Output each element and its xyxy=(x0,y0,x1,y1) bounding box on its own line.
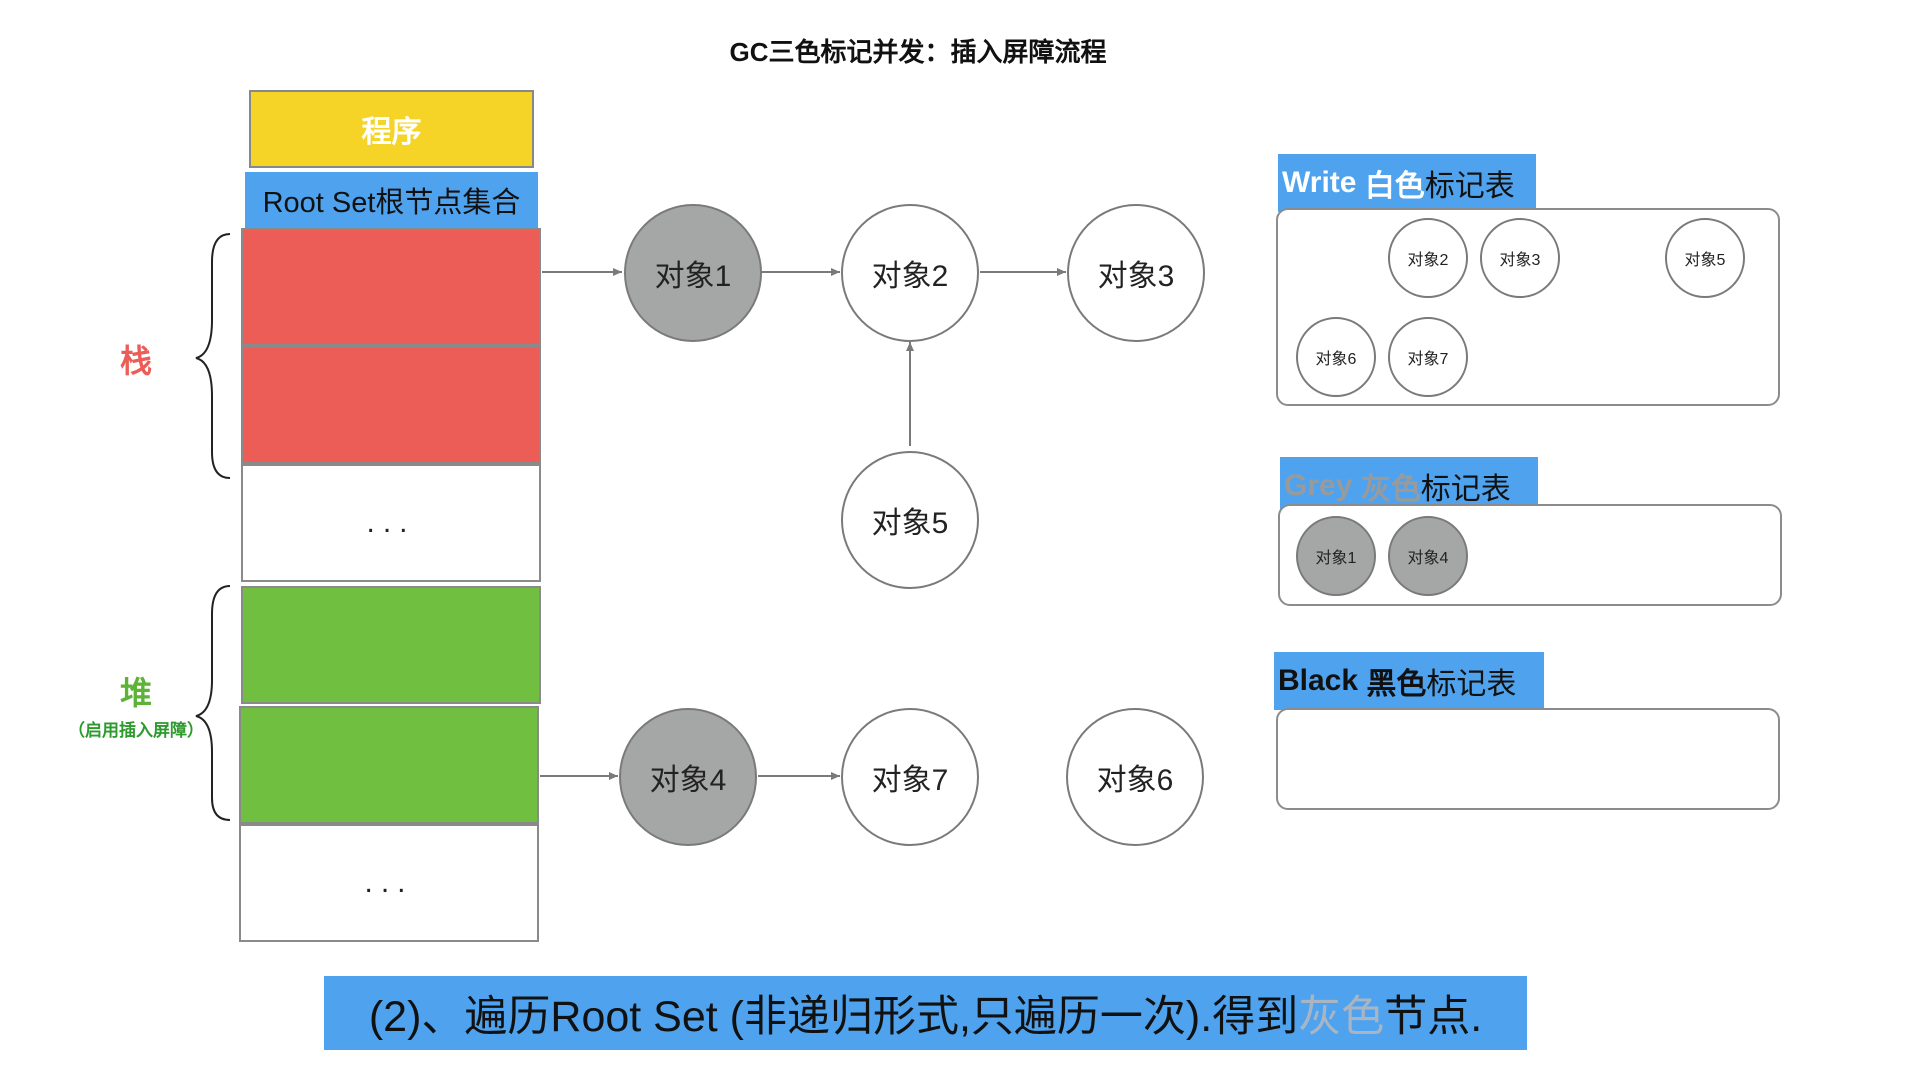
step-caption: (2)、遍历Root Set (非递归形式,只遍历一次).得到灰色节点. xyxy=(324,976,1527,1050)
grey-item-obj1: 对象1 xyxy=(1296,516,1376,596)
white-item-obj7: 对象7 xyxy=(1388,317,1468,397)
black-table-title-suffix: 标记表 xyxy=(1426,668,1517,701)
white-table-title-color: 白色 xyxy=(1364,170,1425,203)
heap-ellipsis-cell: ... xyxy=(239,824,539,942)
grey-table-title-suffix: 标记表 xyxy=(1420,473,1511,506)
black-table-title-en: Black xyxy=(1278,664,1359,697)
heap-cell-2 xyxy=(239,706,539,824)
node-obj2: 对象2 xyxy=(841,204,979,342)
node-obj5: 对象5 xyxy=(841,451,979,589)
white-item-obj2: 对象2 xyxy=(1388,218,1468,298)
white-table-box: 对象2 对象3 对象5 对象6 对象7 xyxy=(1276,208,1780,406)
black-table-box xyxy=(1276,708,1780,810)
stack-cell-2 xyxy=(241,346,541,464)
white-table-title: Write 白色标记表 xyxy=(1278,154,1536,212)
rootset-label: Root Set根节点集合 xyxy=(245,172,538,228)
program-box: 程序 xyxy=(249,90,534,168)
node-obj7: 对象7 xyxy=(841,708,979,846)
black-table-title-color: 黑色 xyxy=(1366,668,1427,701)
white-item-obj6: 对象6 xyxy=(1296,317,1376,397)
node-obj6: 对象6 xyxy=(1066,708,1204,846)
grey-table-box: 对象1 对象4 xyxy=(1278,504,1782,606)
node-obj1: 对象1 xyxy=(624,204,762,342)
heap-sublabel: （启用插入屏障） xyxy=(68,721,204,740)
white-item-obj5: 对象5 xyxy=(1665,218,1745,298)
node-obj3: 对象3 xyxy=(1067,204,1205,342)
node-obj4: 对象4 xyxy=(619,708,757,846)
stack-cell-1 xyxy=(241,228,541,346)
caption-suffix: 节点. xyxy=(1384,993,1483,1041)
caption-prefix: (2)、遍历Root Set (非递归形式,只遍历一次).得到 xyxy=(368,993,1299,1041)
caption-highlight: 灰色 xyxy=(1298,993,1385,1041)
white-table-title-suffix: 标记表 xyxy=(1424,170,1515,203)
white-item-obj3: 对象3 xyxy=(1480,218,1560,298)
diagram-title: GC三色标记并发：插入屏障流程 xyxy=(729,37,1107,67)
heap-label: 堆 xyxy=(119,675,152,711)
grey-table-title-en: Grey xyxy=(1284,469,1353,502)
black-table-title: Black 黑色标记表 xyxy=(1274,652,1544,710)
stack-ellipsis-cell: ... xyxy=(241,464,541,582)
white-table-title-en: Write xyxy=(1282,166,1357,199)
stack-brace xyxy=(195,233,231,479)
stack-label: 栈 xyxy=(119,343,152,379)
grey-table-title-color: 灰色 xyxy=(1360,473,1421,506)
heap-brace xyxy=(195,585,231,821)
grey-item-obj4: 对象4 xyxy=(1388,516,1468,596)
heap-cell-1 xyxy=(241,586,541,704)
